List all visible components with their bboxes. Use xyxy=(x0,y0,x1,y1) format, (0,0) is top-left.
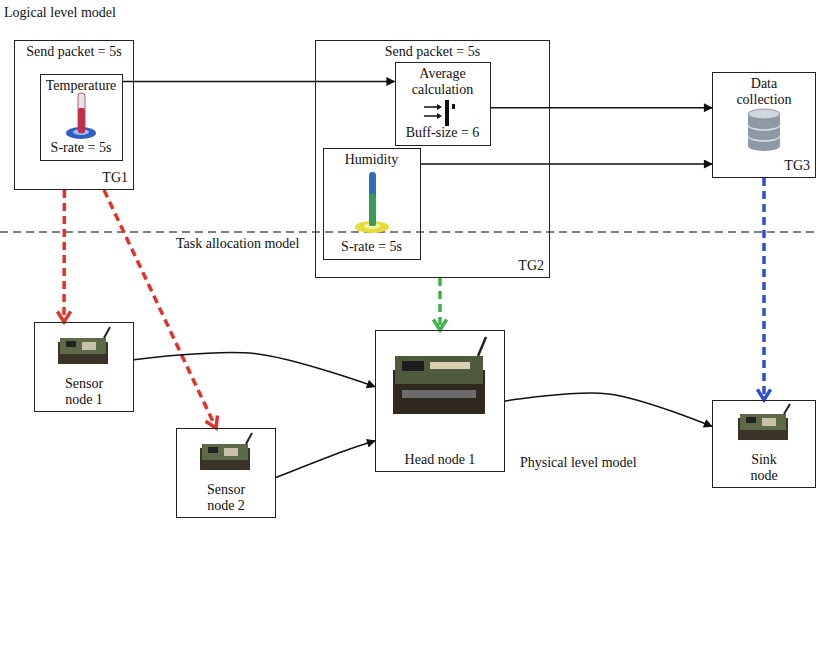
sensor-node-box: Sensor node 2 xyxy=(176,428,276,518)
average-icon xyxy=(424,100,455,126)
node-text: Send packet = 5s xyxy=(385,44,480,60)
node-text: Buff-size = 6 xyxy=(406,125,480,141)
allocation-arrow xyxy=(104,190,216,428)
data-flow-arrow xyxy=(134,352,375,386)
level-label: Task allocation model xyxy=(176,236,299,252)
level-label: Physical level model xyxy=(520,455,637,471)
sink-node-box: Sink node xyxy=(712,400,816,488)
head-node-box: Head node 1 xyxy=(375,330,505,472)
sensor-board-icon xyxy=(200,433,252,470)
allocation-arrow xyxy=(438,278,442,330)
sink-board-icon xyxy=(738,404,790,440)
node-text: Temperature xyxy=(46,78,117,94)
data-flow-arrow xyxy=(123,81,395,83)
database-icon xyxy=(748,109,780,151)
sensing-task-box: TemperatureS-rate = 5s xyxy=(40,74,123,161)
sensing-task-box: HumidityS-rate = 5s xyxy=(323,148,421,260)
sensor-node-box: Sensor node 1 xyxy=(34,322,134,412)
node-text: Send packet = 5s xyxy=(26,44,121,60)
data-flow-arrow xyxy=(421,163,713,165)
processing-task-box: Average calculationBuff-size = 6 xyxy=(395,62,491,146)
thermometer-icon xyxy=(66,93,96,139)
task-group-box: Send packet = 5s TG2 Average calculationBu… xyxy=(315,40,550,278)
node-text: Data collection xyxy=(724,76,804,108)
node-text: Head node 1 xyxy=(405,452,476,468)
data-flow-arrow xyxy=(276,441,375,478)
node-text: Sink node xyxy=(742,452,787,484)
node-text: Sensor node 1 xyxy=(54,376,114,408)
node-text: S-rate = 5s xyxy=(51,140,112,156)
data-flow-arrow xyxy=(491,107,713,109)
node-text: Sensor node 2 xyxy=(196,482,256,514)
node-text: S-rate = 5s xyxy=(341,239,402,255)
node-text: Humidity xyxy=(345,152,399,168)
allocation-arrow xyxy=(762,178,766,400)
data-flow-arrow xyxy=(505,393,712,426)
level-label: Logical level model xyxy=(4,5,116,21)
group-id-label: TG1 xyxy=(102,170,128,186)
task-group-box: Send packet = 5s TG1 TemperatureS-rate = 5… xyxy=(14,40,134,190)
node-text: Average calculation xyxy=(403,66,483,98)
group-id-label: TG2 xyxy=(518,258,544,274)
task-group-box: Data collectionTG3 xyxy=(712,72,816,178)
hygrometer-icon xyxy=(355,172,389,233)
sensor-board-icon xyxy=(58,327,110,364)
group-id-label: TG3 xyxy=(784,158,810,174)
allocation-arrow xyxy=(62,190,66,322)
head-board-icon xyxy=(393,337,486,414)
